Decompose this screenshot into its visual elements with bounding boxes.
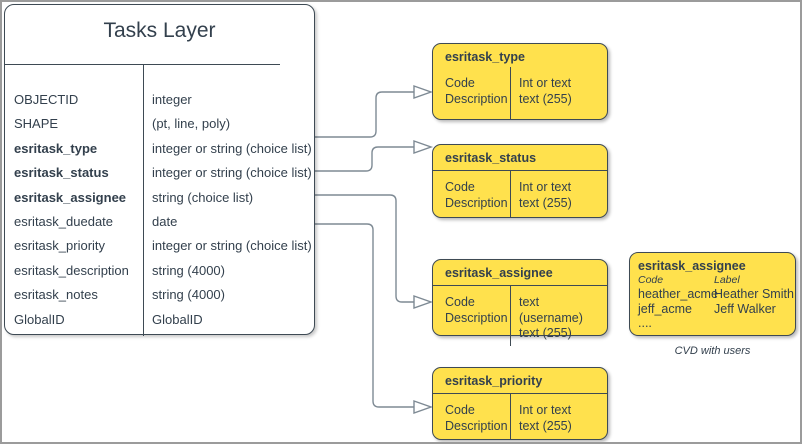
domain-box-esritask-priority: esritask_priority Code Description Int o… xyxy=(432,367,608,440)
cvd-row-jeff: jeff_acme Jeff Walker xyxy=(638,302,787,317)
column-divider xyxy=(143,64,144,336)
connector-esritask-assignee xyxy=(315,194,414,303)
domain-box-values: text (username) text (255) xyxy=(519,295,583,340)
field-type: (pt, line, poly) xyxy=(152,116,231,132)
table-row-esritask-assignee: esritask_assignee string (choice list) xyxy=(5,186,314,210)
domain-box-esritask-type: esritask_type Code Description Int or te… xyxy=(432,43,608,120)
domain-box-body: Code Description Int or text text (255) xyxy=(433,394,607,439)
field-name: esritask_priority xyxy=(14,238,106,254)
field-type: date xyxy=(152,213,178,229)
title-divider xyxy=(5,64,280,65)
tasks-layer-title: Tasks Layer xyxy=(103,19,216,42)
cvd-label: Heather Smith xyxy=(714,287,794,301)
domain-box-keys: Code Description xyxy=(433,394,511,439)
field-name: SHAPE xyxy=(14,116,59,132)
cvd-column-headers: Code Label xyxy=(638,274,787,287)
domain-box-body: Code Description text (username) text (2… xyxy=(433,286,607,346)
table-row-esritask-notes: esritask_notes string (4000) xyxy=(5,283,314,307)
cvd-code: heather_acme xyxy=(638,287,718,301)
tasks-layer-table: Tasks Layer OBJECTID integer SHAPE (pt, … xyxy=(4,4,315,336)
cvd-row-heather: heather_acme Heather Smith xyxy=(638,287,794,302)
field-type: string (choice list) xyxy=(152,189,254,205)
cvd-code: .... xyxy=(638,316,652,330)
field-name: esritask_status xyxy=(14,165,109,181)
domain-box-title: esritask_status xyxy=(433,145,607,171)
domain-box-esritask-assignee: esritask_assignee Code Description text … xyxy=(432,259,608,346)
table-row-esritask-priority: esritask_priority integer or string (cho… xyxy=(5,234,314,258)
table-row-shape: SHAPE (pt, line, poly) xyxy=(5,112,314,136)
field-type: string (4000) xyxy=(152,262,225,278)
arrowhead-icon xyxy=(413,400,434,414)
domain-box-title: esritask_priority xyxy=(433,368,607,394)
domain-box-body: Code Description Int or text text (255) xyxy=(433,67,607,119)
arrowhead-icon xyxy=(413,140,434,154)
domain-box-values: Int or text text (255) xyxy=(519,76,572,106)
domain-box-keys: Code Description xyxy=(433,286,511,346)
field-name: esritask_notes xyxy=(14,287,98,303)
table-row-esritask-duedate: esritask_duedate date xyxy=(5,210,314,234)
field-type: GlobalID xyxy=(152,311,203,327)
field-name: esritask_type xyxy=(14,140,98,156)
field-type: integer or string (choice list) xyxy=(152,238,312,254)
domain-box-title: esritask_type xyxy=(445,50,525,64)
table-row-objectid: OBJECTID integer xyxy=(5,88,314,112)
connector-esritask-status xyxy=(315,146,414,172)
cvd-label: Jeff Walker xyxy=(714,301,776,316)
domain-box-body: Code Description Int or text text (255) xyxy=(433,171,607,217)
domain-box-keys: Code Description xyxy=(433,67,511,119)
domain-box-values: Int or text text (255) xyxy=(519,180,572,210)
cvd-box-esritask-assignee: esritask_assignee Code Label heather_acm… xyxy=(629,252,796,336)
cvd-row-more: .... xyxy=(638,316,787,331)
table-row-esritask-status: esritask_status integer or string (choic… xyxy=(5,161,314,185)
domain-box-title: esritask_assignee xyxy=(433,260,607,286)
domain-box-values: Int or text text (255) xyxy=(519,403,572,433)
cvd-label-header: Label xyxy=(714,274,740,286)
field-type: string (4000) xyxy=(152,287,225,303)
table-row-globalid: GlobalID GlobalID xyxy=(5,308,314,332)
arrowhead-icon xyxy=(413,295,434,309)
cvd-code: jeff_acme xyxy=(638,301,692,316)
field-name: OBJECTID xyxy=(14,92,79,107)
connector-esritask-type xyxy=(315,91,414,138)
table-row-esritask-type: esritask_type integer or string (choice … xyxy=(5,137,314,161)
domain-box-keys: Code Description xyxy=(433,171,511,217)
arrowhead-icon xyxy=(413,85,434,99)
field-name: GlobalID xyxy=(14,311,65,327)
field-name: esritask_description xyxy=(14,262,129,278)
cvd-box-title: esritask_assignee xyxy=(638,259,746,273)
table-row-esritask-description: esritask_description string (4000) xyxy=(5,259,314,283)
field-type: integer or string (choice list) xyxy=(152,140,312,156)
field-type: integer or string (choice list) xyxy=(152,165,312,181)
field-name: esritask_duedate xyxy=(14,213,114,229)
domain-box-esritask-status: esritask_status Code Description Int or … xyxy=(432,144,608,218)
cvd-caption: CVD with users xyxy=(674,345,751,357)
connector-esritask-priority xyxy=(315,223,414,408)
field-name: esritask_assignee xyxy=(14,189,127,205)
field-list: OBJECTID integer SHAPE (pt, line, poly) … xyxy=(5,88,314,332)
cvd-code-header: Code xyxy=(638,274,664,286)
field-type: integer xyxy=(152,92,192,107)
